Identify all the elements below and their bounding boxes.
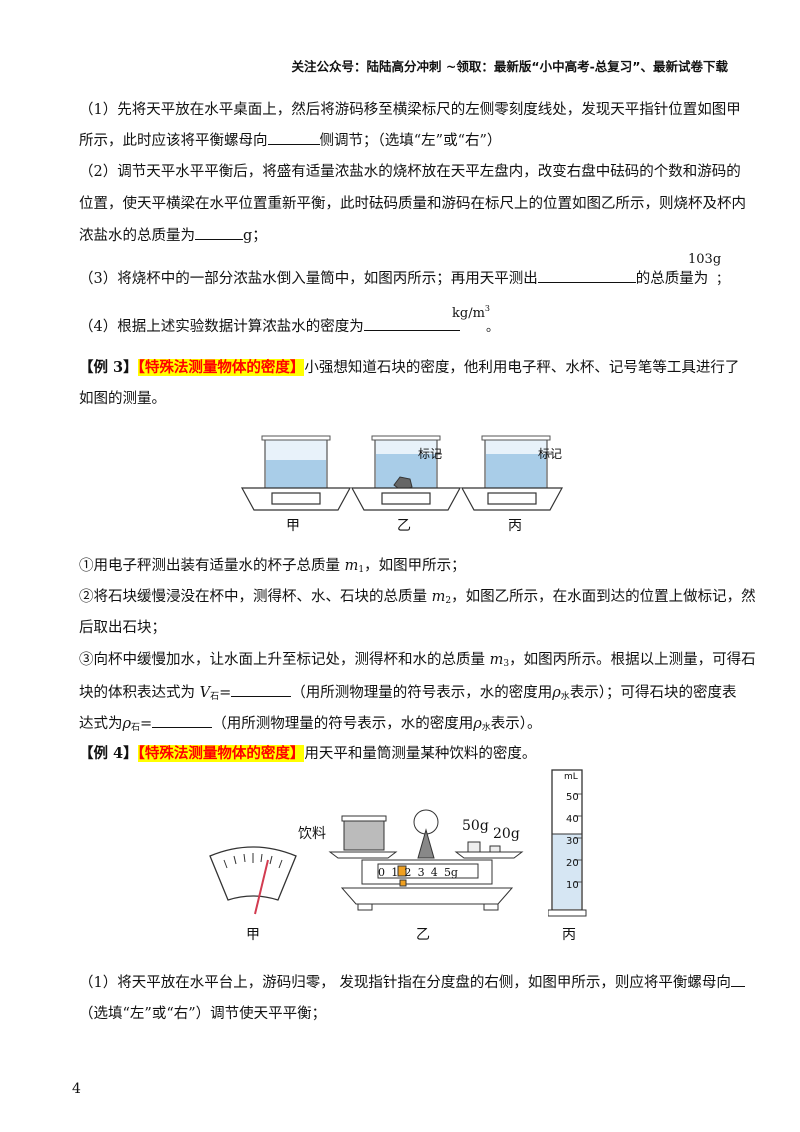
density-unit: kg/m3 [452, 304, 490, 321]
page-header: 关注公众号：陆陆高分冲刺 ~领取：最新版“小中高考-总复习”、最新试卷下载 [291, 59, 728, 74]
cyl-tick: 40 [566, 814, 579, 825]
needle [254, 859, 269, 915]
cyl-tick: 50 [566, 792, 579, 803]
q1-part3-value: 103g [688, 252, 722, 267]
scale-tick: 0 [378, 866, 385, 879]
beaker-bing [481, 435, 552, 495]
weight-20g: 20g [493, 826, 520, 842]
ex3-figure [240, 435, 564, 511]
fig4-label-yi: 乙 [416, 927, 430, 943]
fig3-label-yi: 乙 [397, 518, 411, 534]
q1-part1-line2-a: 所示，此时应该将平衡螺母向 [79, 133, 268, 149]
q1-part2-line3-b: g； [243, 228, 267, 244]
q1-part4-a: （4）根据上述实验数据计算浓盐水的密度为 [79, 319, 364, 335]
answer-blank[interactable] [730, 972, 745, 987]
scale-tick: 2 [404, 866, 412, 879]
scale-tick: 5g [443, 866, 458, 879]
fig3-label-bing: 丙 [508, 518, 522, 534]
ex4-text: 用天平和量筒测量某种饮料的密度。 [304, 746, 537, 762]
answer-blank[interactable] [231, 682, 292, 697]
answer-blank[interactable] [363, 316, 460, 331]
balance-figure [328, 809, 524, 911]
dial-figure [209, 846, 297, 915]
q1-part2-line3: 浓盐水的总质量为 g； [79, 225, 267, 246]
ex4-label: 【例 4】 [79, 745, 138, 762]
ex3-step2: ②将石块缓慢浸没在杯中，测得杯、水、石块的总质量 m2，如图乙所示，在水面到达的… [79, 589, 756, 606]
cyl-tick: 30 [566, 836, 579, 847]
ex4-tag: 【特殊法测量物体的密度】 [137, 745, 305, 762]
scale-tick: 1 [391, 866, 399, 879]
fig4-label-jia: 甲 [246, 927, 260, 943]
ex3-step5: 达式为ρ石=（用所测物理量的符号表示，水的密度用ρ水表示）。 [79, 713, 542, 738]
q1-part3-b: 的总质量为 [635, 271, 709, 287]
mark-label-yi: 标记 [418, 447, 443, 461]
q1-part3-a: （3）将烧杯中的一部分浓盐水倒入量筒中，如图丙所示；再用天平测出 [79, 271, 538, 287]
beaker-jia [261, 435, 331, 495]
mark-label-bing: 标记 [538, 447, 563, 461]
beaker-yi [371, 435, 442, 495]
page-number: 4 [72, 1081, 81, 1097]
cylinder-unit: mL [564, 772, 578, 782]
ex4-q1-line2: （选填“左”或“右”）调节使天平平衡； [79, 1006, 327, 1022]
ex3-step2-line2: 后取出石块； [79, 620, 166, 636]
fig3-label-jia: 甲 [286, 518, 300, 534]
ex3-line2: 如图的测量。 [79, 391, 166, 407]
cylinder-figure [548, 769, 587, 917]
ex3-label: 【例 3】 [79, 359, 138, 376]
q1-part4-end: 。 [486, 320, 500, 335]
cylinder-ticks: 50 40 30 20 10 [566, 787, 579, 897]
fig4-label-bing: 丙 [562, 927, 576, 943]
ex4-q1-line1: （1）将天平放在水平台上，游码归零， 发现指针指在分度盘的右侧，如图甲所示，则应… [79, 972, 745, 993]
answer-blank[interactable] [537, 268, 636, 283]
ex3-tag: 【特殊法测量物体的密度】 [137, 359, 305, 376]
q1-part2-line3-a: 浓盐水的总质量为 [79, 228, 195, 244]
drink-label: 饮料 [298, 826, 326, 842]
ex3-step4: 块的体积表达式为 V石=（用所测物理量的符号表示，水的密度用ρ水表示）；可得石块… [79, 682, 737, 707]
q1-part1-line1: （1）先将天平放在水平桌面上，然后将游码移至横梁标尺的左侧零刻度线处，发现天平指… [79, 102, 741, 118]
ex3-text: 小强想知道石块的密度，他利用电子秤、水杯、记号笔等工具进行了 [304, 360, 740, 376]
cyl-tick: 20 [566, 858, 579, 869]
scales [240, 487, 564, 511]
answer-blank[interactable] [195, 225, 243, 240]
q1-part3-end: ； [716, 272, 730, 287]
slider-scale: 0 1 2 3 4 5g [378, 866, 458, 879]
ex3-step3: ③向杯中缓慢加水，让水面上升至标记处，测得杯和水的总质量 m3，如图丙所示。根据… [79, 652, 756, 669]
q1-part3: （3）将烧杯中的一部分浓盐水倒入量筒中，如图丙所示；再用天平测出 的总质量为 [79, 268, 708, 289]
scale-tick: 4 [430, 866, 438, 879]
weight-50g: 50g [462, 818, 489, 834]
ex4-line1: 【例 4】【特殊法测量物体的密度】用天平和量筒测量某种饮料的密度。 [79, 744, 536, 764]
answer-blank[interactable] [152, 713, 213, 728]
scale-tick: 3 [417, 866, 425, 879]
q1-part4: （4）根据上述实验数据计算浓盐水的密度为 [79, 316, 460, 337]
q1-part2-line1: （2）调节天平水平平衡后，将盛有适量浓盐水的烧杯放在天平左盘内，改变右盘中砝码的… [79, 164, 741, 180]
q1-part2-line2: 位置，使天平横梁在水平位置重新平衡，此时砝码质量和游码在标尺上的位置如图乙所示，… [79, 196, 746, 212]
q1-part1-line2: 所示，此时应该将平衡螺母向 侧调节；（选填“左”或“右”） [79, 130, 501, 151]
q1-part1-line2-b: 侧调节；（选填“左”或“右”） [319, 133, 502, 149]
answer-blank[interactable] [267, 130, 320, 145]
ex3-step1: ①用电子秤测出装有适量水的杯子总质量 m1，如图甲所示； [79, 558, 466, 575]
cyl-tick: 10 [566, 880, 579, 891]
ex3-line1: 【例 3】【特殊法测量物体的密度】小强想知道石块的密度，他利用电子秤、水杯、记号… [79, 358, 739, 378]
